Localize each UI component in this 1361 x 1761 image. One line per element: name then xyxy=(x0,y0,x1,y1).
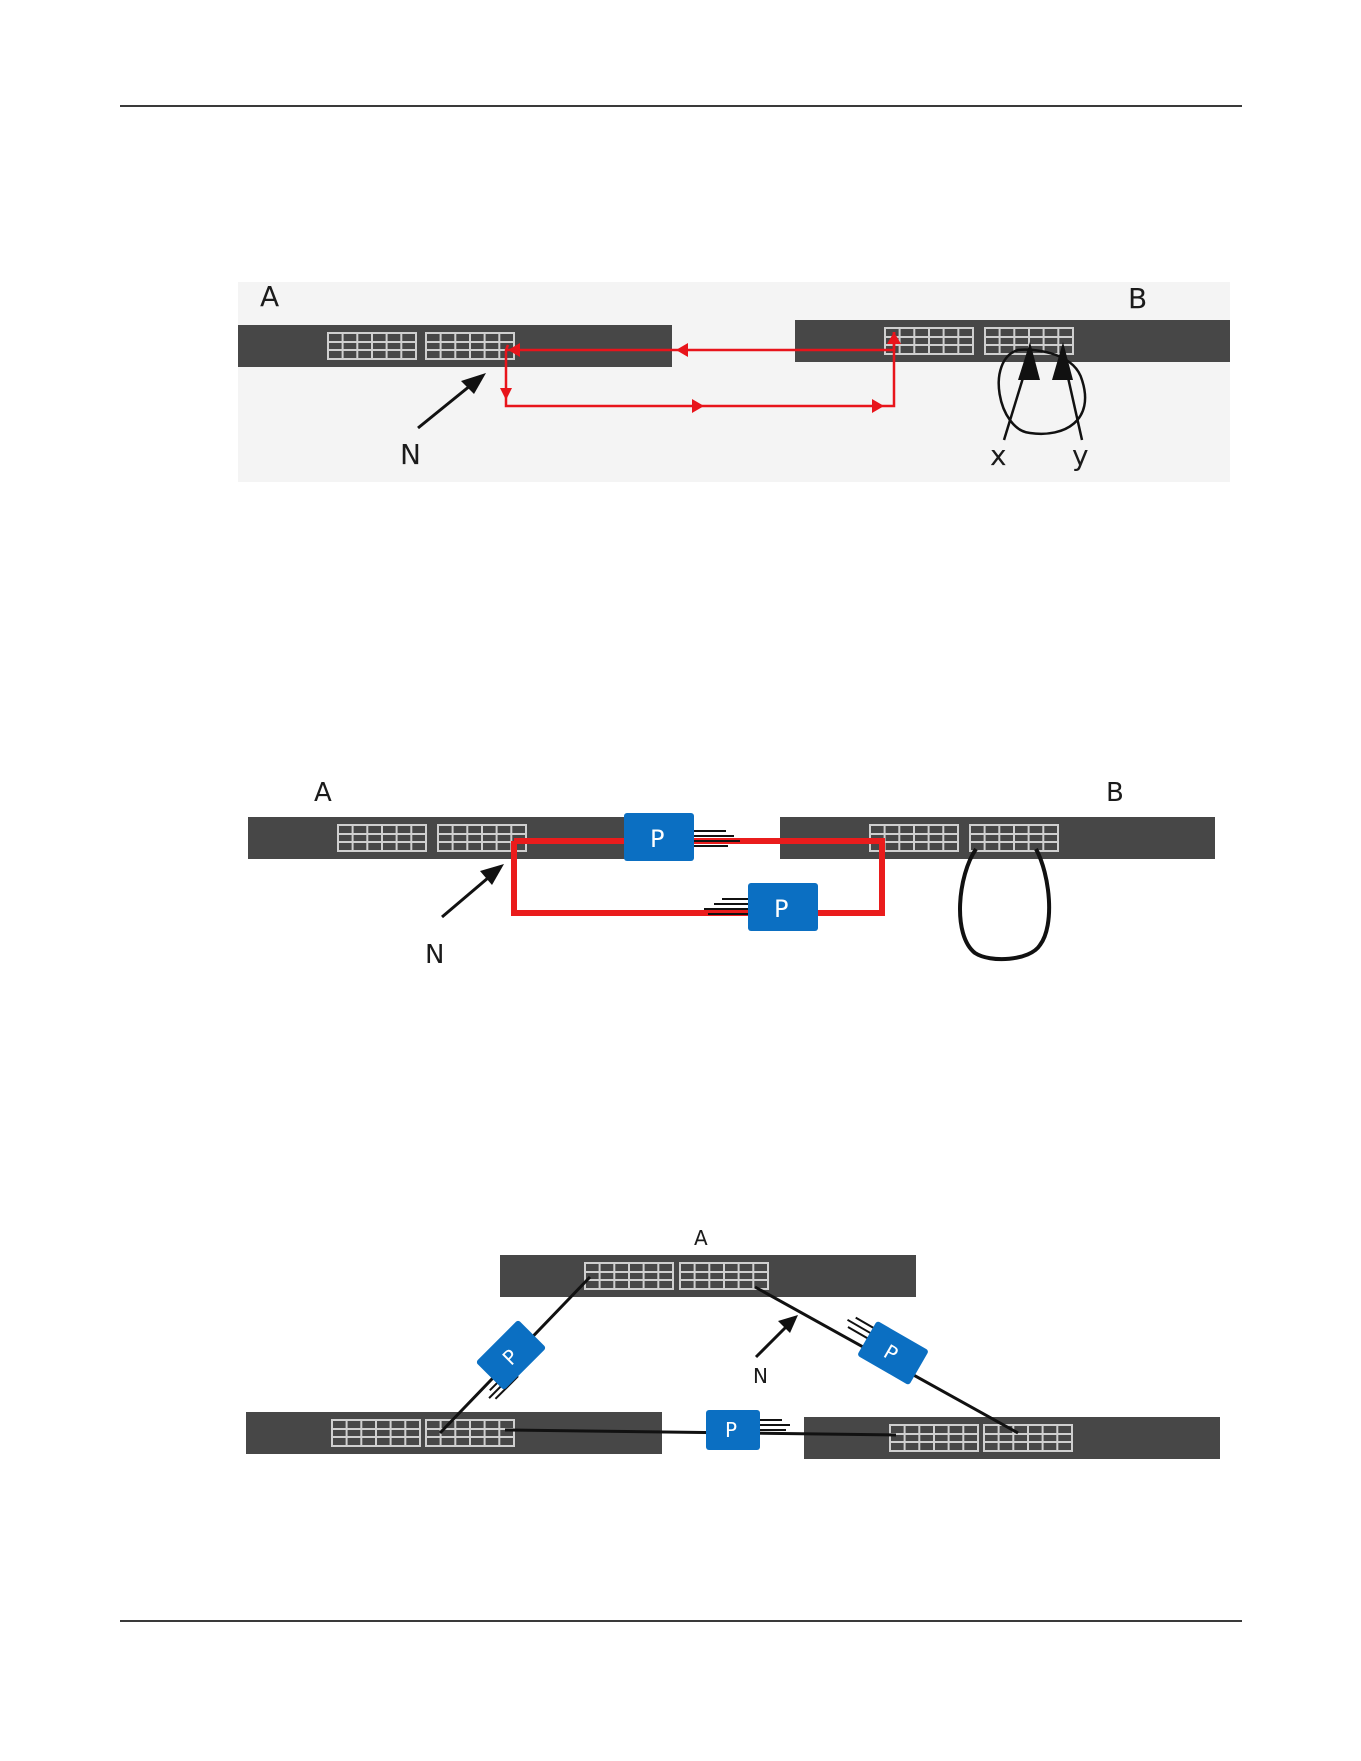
switch-a xyxy=(238,325,672,367)
figure-loop-protected: P P A B N xyxy=(0,765,1361,980)
protector-top-label: P xyxy=(650,825,664,853)
figure3-label-n: N xyxy=(753,1364,768,1388)
header-rule xyxy=(120,105,1242,107)
protector-bottom: P xyxy=(706,1410,790,1450)
figure1-label-a: A xyxy=(260,280,279,313)
figure1-label-y: y xyxy=(1072,439,1089,472)
protector-left: P xyxy=(464,1320,546,1402)
figure2-label-n: N xyxy=(425,940,444,970)
protector-right: P xyxy=(835,1308,929,1386)
figure-triangle-protected: P P P A N xyxy=(0,1225,1361,1475)
figure1-label-b: B xyxy=(1128,282,1147,315)
figure1-label-n: N xyxy=(400,438,421,471)
pointer-arrow-n xyxy=(756,1315,798,1357)
protector-top: P xyxy=(624,813,740,861)
figure1-label-x: x xyxy=(990,439,1007,472)
figure3-label-a: A xyxy=(694,1226,708,1250)
protector-bottom-label: P xyxy=(725,1418,737,1442)
switch-b xyxy=(795,320,1230,362)
figure-loop-single-switch: A B N x y xyxy=(0,280,1361,485)
pointer-arrow-n xyxy=(442,864,504,917)
switch-right xyxy=(804,1417,1220,1459)
loop-cable-b xyxy=(960,849,1049,959)
switch-a xyxy=(500,1255,916,1297)
protector-bottom: P xyxy=(704,883,818,931)
footer-rule xyxy=(120,1620,1242,1622)
protector-bottom-label: P xyxy=(774,895,788,923)
figure2-label-b: B xyxy=(1106,778,1124,808)
figure2-label-a: A xyxy=(314,778,332,808)
